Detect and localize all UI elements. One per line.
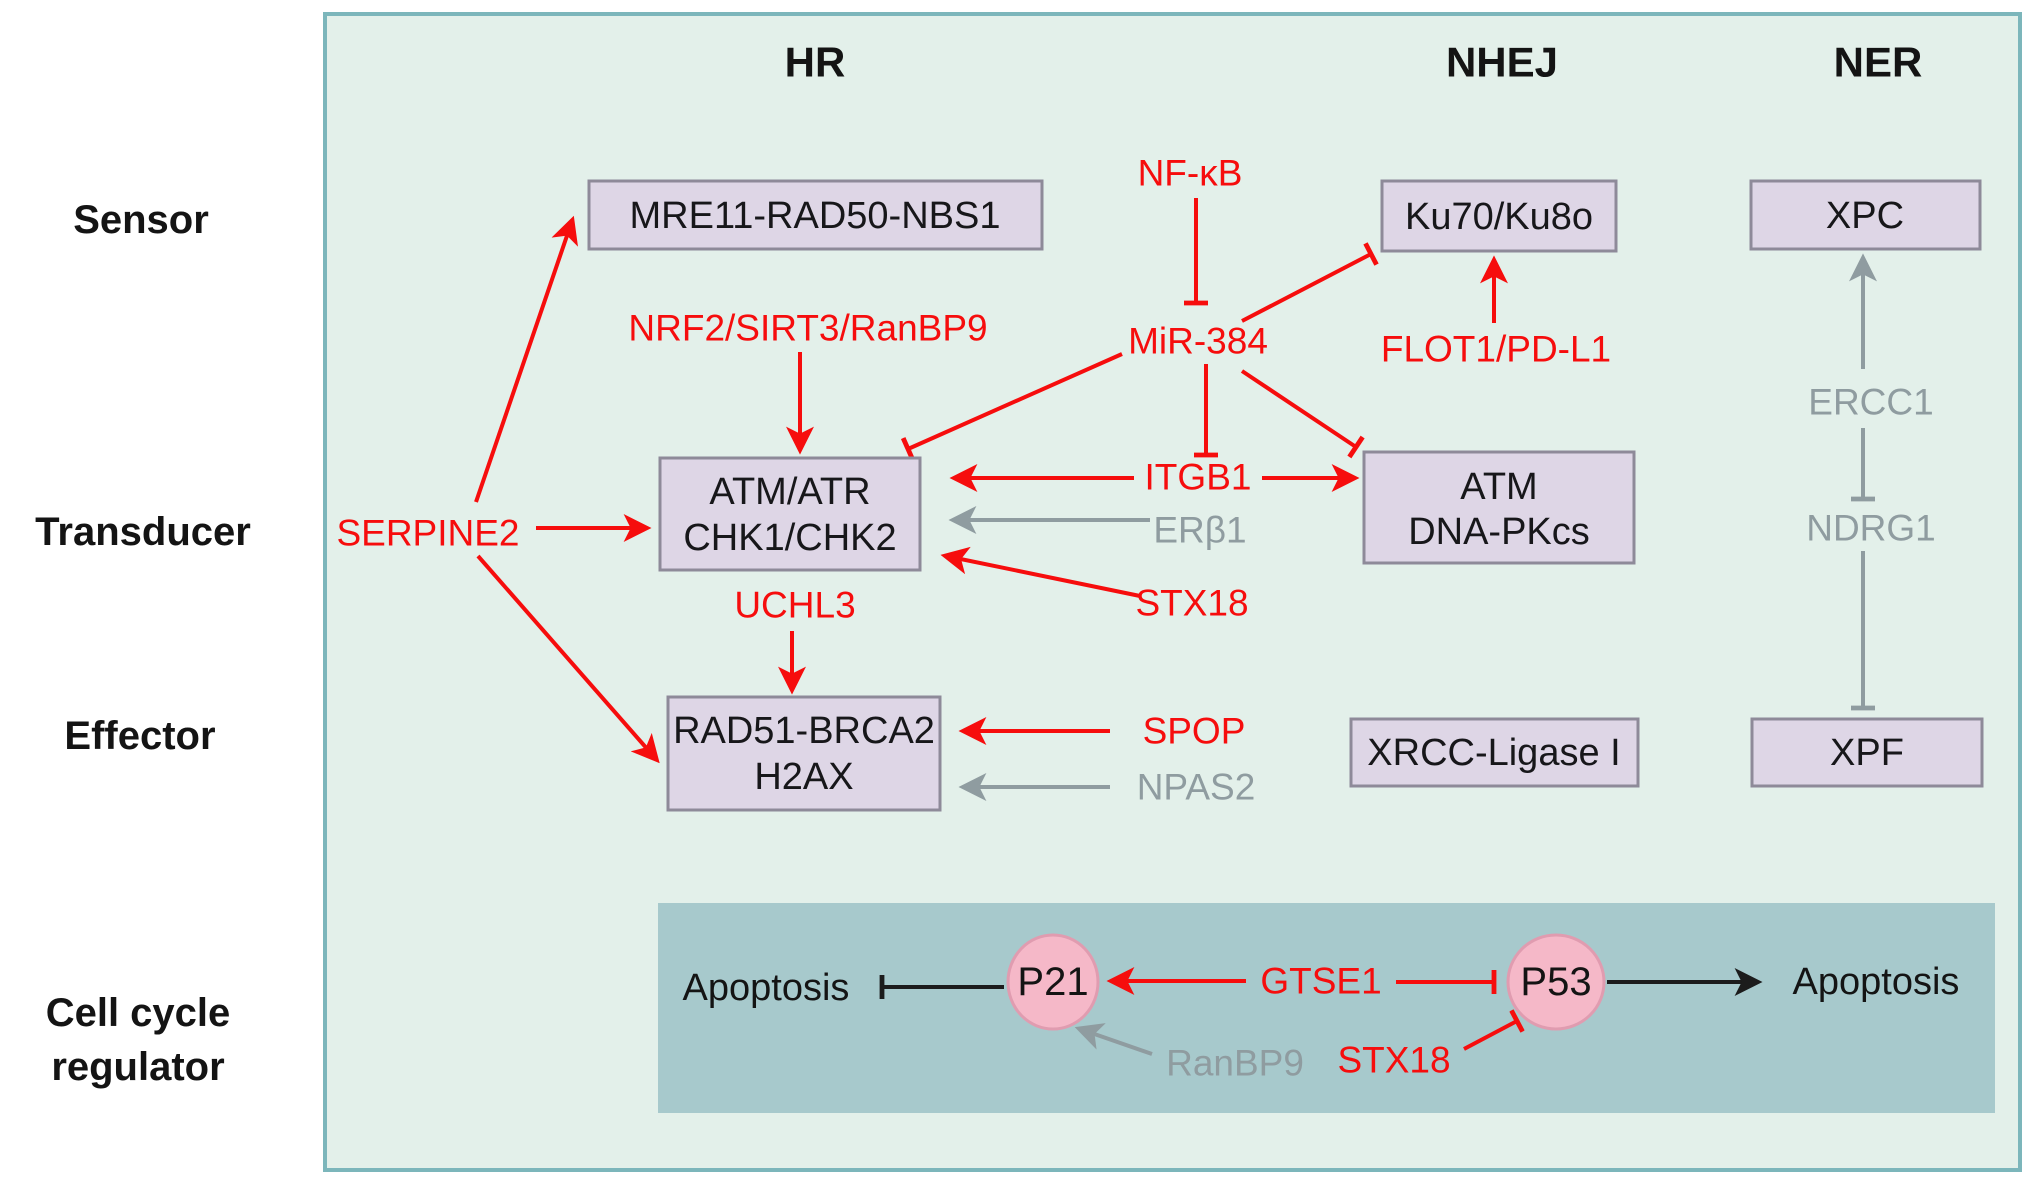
label-ranbp9-bottom: RanBP9: [1166, 1043, 1304, 1084]
row-label-cell-cycle-line1: Cell cycle: [46, 991, 231, 1035]
node-ku70: Ku70/Ku8o: [1380, 179, 1618, 253]
label-spop: SPOP: [1143, 711, 1246, 752]
node-label-xpc: XPC: [1826, 195, 1904, 237]
label-serpine2: SERPINE2: [336, 513, 519, 554]
node-box-xrcc: [1349, 717, 1640, 788]
column-header-hr: HR: [785, 39, 846, 86]
column-header-nhej: NHEJ: [1446, 39, 1558, 86]
node-xpf: XPF: [1750, 717, 1984, 788]
edge-stx18-inhibits-p53: [1463, 1009, 1525, 1051]
label-itgb1: ITGB1: [1145, 457, 1252, 498]
column-header-ner: NER: [1834, 39, 1923, 86]
edge-stx18-activates-atm-atr: [940, 546, 1141, 598]
node-label-xrcc: XRCC-Ligase I: [1367, 732, 1620, 774]
node-label-rad51-line1: RAD51-BRCA2: [673, 710, 935, 752]
edge-serpine2-activates-mre11: [474, 215, 579, 503]
edge-mir384-inhibits-atm-atr: [900, 352, 1123, 461]
node-box-mre11: [587, 179, 1044, 251]
label-mir384: MiR-384: [1128, 321, 1268, 362]
node-box-ku70: [1380, 179, 1618, 253]
p21-node: [1006, 933, 1100, 1031]
node-box-xpc: [1749, 179, 1982, 251]
node-box-rad51: [666, 695, 942, 812]
p53-node: [1506, 933, 1606, 1031]
edge-mir384-inhibits-ku70: [1241, 242, 1379, 323]
node-xrcc: XRCC-Ligase I: [1349, 717, 1640, 788]
edge-serpine2-activates-rad51: [476, 554, 660, 764]
p53-label: P53: [1520, 960, 1591, 1004]
edge-mir384-inhibits-dnapkcs: [1240, 369, 1365, 459]
label-nrf2-sirt3-ranbp9: NRF2/SIRT3/RanBP9: [628, 308, 987, 349]
node-mre11: MRE11-RAD50-NBS1: [587, 179, 1044, 251]
label-nfkb: NF-κB: [1138, 153, 1243, 194]
node-atm-atr: ATM/ATR CHK1/CHK2: [658, 456, 922, 572]
node-label-ku70: Ku70/Ku8o: [1405, 196, 1593, 238]
node-box-atm-dnapkcs: [1362, 450, 1636, 565]
node-label-mre11: MRE11-RAD50-NBS1: [630, 195, 1001, 237]
label-apoptosis-left: Apoptosis: [683, 967, 850, 1009]
node-label-rad51-line2: H2AX: [754, 756, 853, 798]
row-label-cell-cycle-line2: regulator: [51, 1045, 224, 1089]
node-label-xpf: XPF: [1830, 732, 1904, 774]
label-gtse1: GTSE1: [1260, 961, 1381, 1002]
node-atm-dnapkcs: ATM DNA-PKcs: [1362, 450, 1636, 565]
row-label-effector: Effector: [64, 714, 215, 758]
label-flot1-pdl1: FLOT1/PD-L1: [1381, 329, 1611, 370]
node-label-atm-atr-line1: ATM/ATR: [709, 471, 870, 513]
label-stx18-bottom: STX18: [1337, 1040, 1450, 1081]
row-label-sensor: Sensor: [73, 198, 209, 242]
edge-ranbp9-activates-p21: [1074, 1023, 1153, 1056]
label-stx18-upper: STX18: [1135, 583, 1248, 624]
label-uchl3: UCHL3: [734, 585, 855, 626]
label-erb1: ERβ1: [1153, 510, 1246, 551]
node-xpc: XPC: [1749, 179, 1982, 251]
node-label-atm-dnapkcs-line2: DNA-PKcs: [1408, 511, 1590, 553]
node-rad51: RAD51-BRCA2 H2AX: [666, 695, 942, 812]
row-label-transducer: Transducer: [35, 510, 251, 554]
label-ndrg1: NDRG1: [1806, 508, 1936, 549]
label-ercc1: ERCC1: [1808, 382, 1933, 423]
p21-label: P21: [1017, 960, 1088, 1004]
node-label-atm-atr-line2: CHK1/CHK2: [683, 517, 896, 559]
cell-cycle-panel: [658, 903, 1995, 1113]
node-box-atm-atr: [658, 456, 922, 572]
node-label-atm-dnapkcs-line1: ATM: [1460, 466, 1537, 508]
node-box-xpf: [1750, 717, 1984, 788]
label-apoptosis-right: Apoptosis: [1793, 961, 1960, 1003]
label-npas2: NPAS2: [1137, 767, 1256, 808]
